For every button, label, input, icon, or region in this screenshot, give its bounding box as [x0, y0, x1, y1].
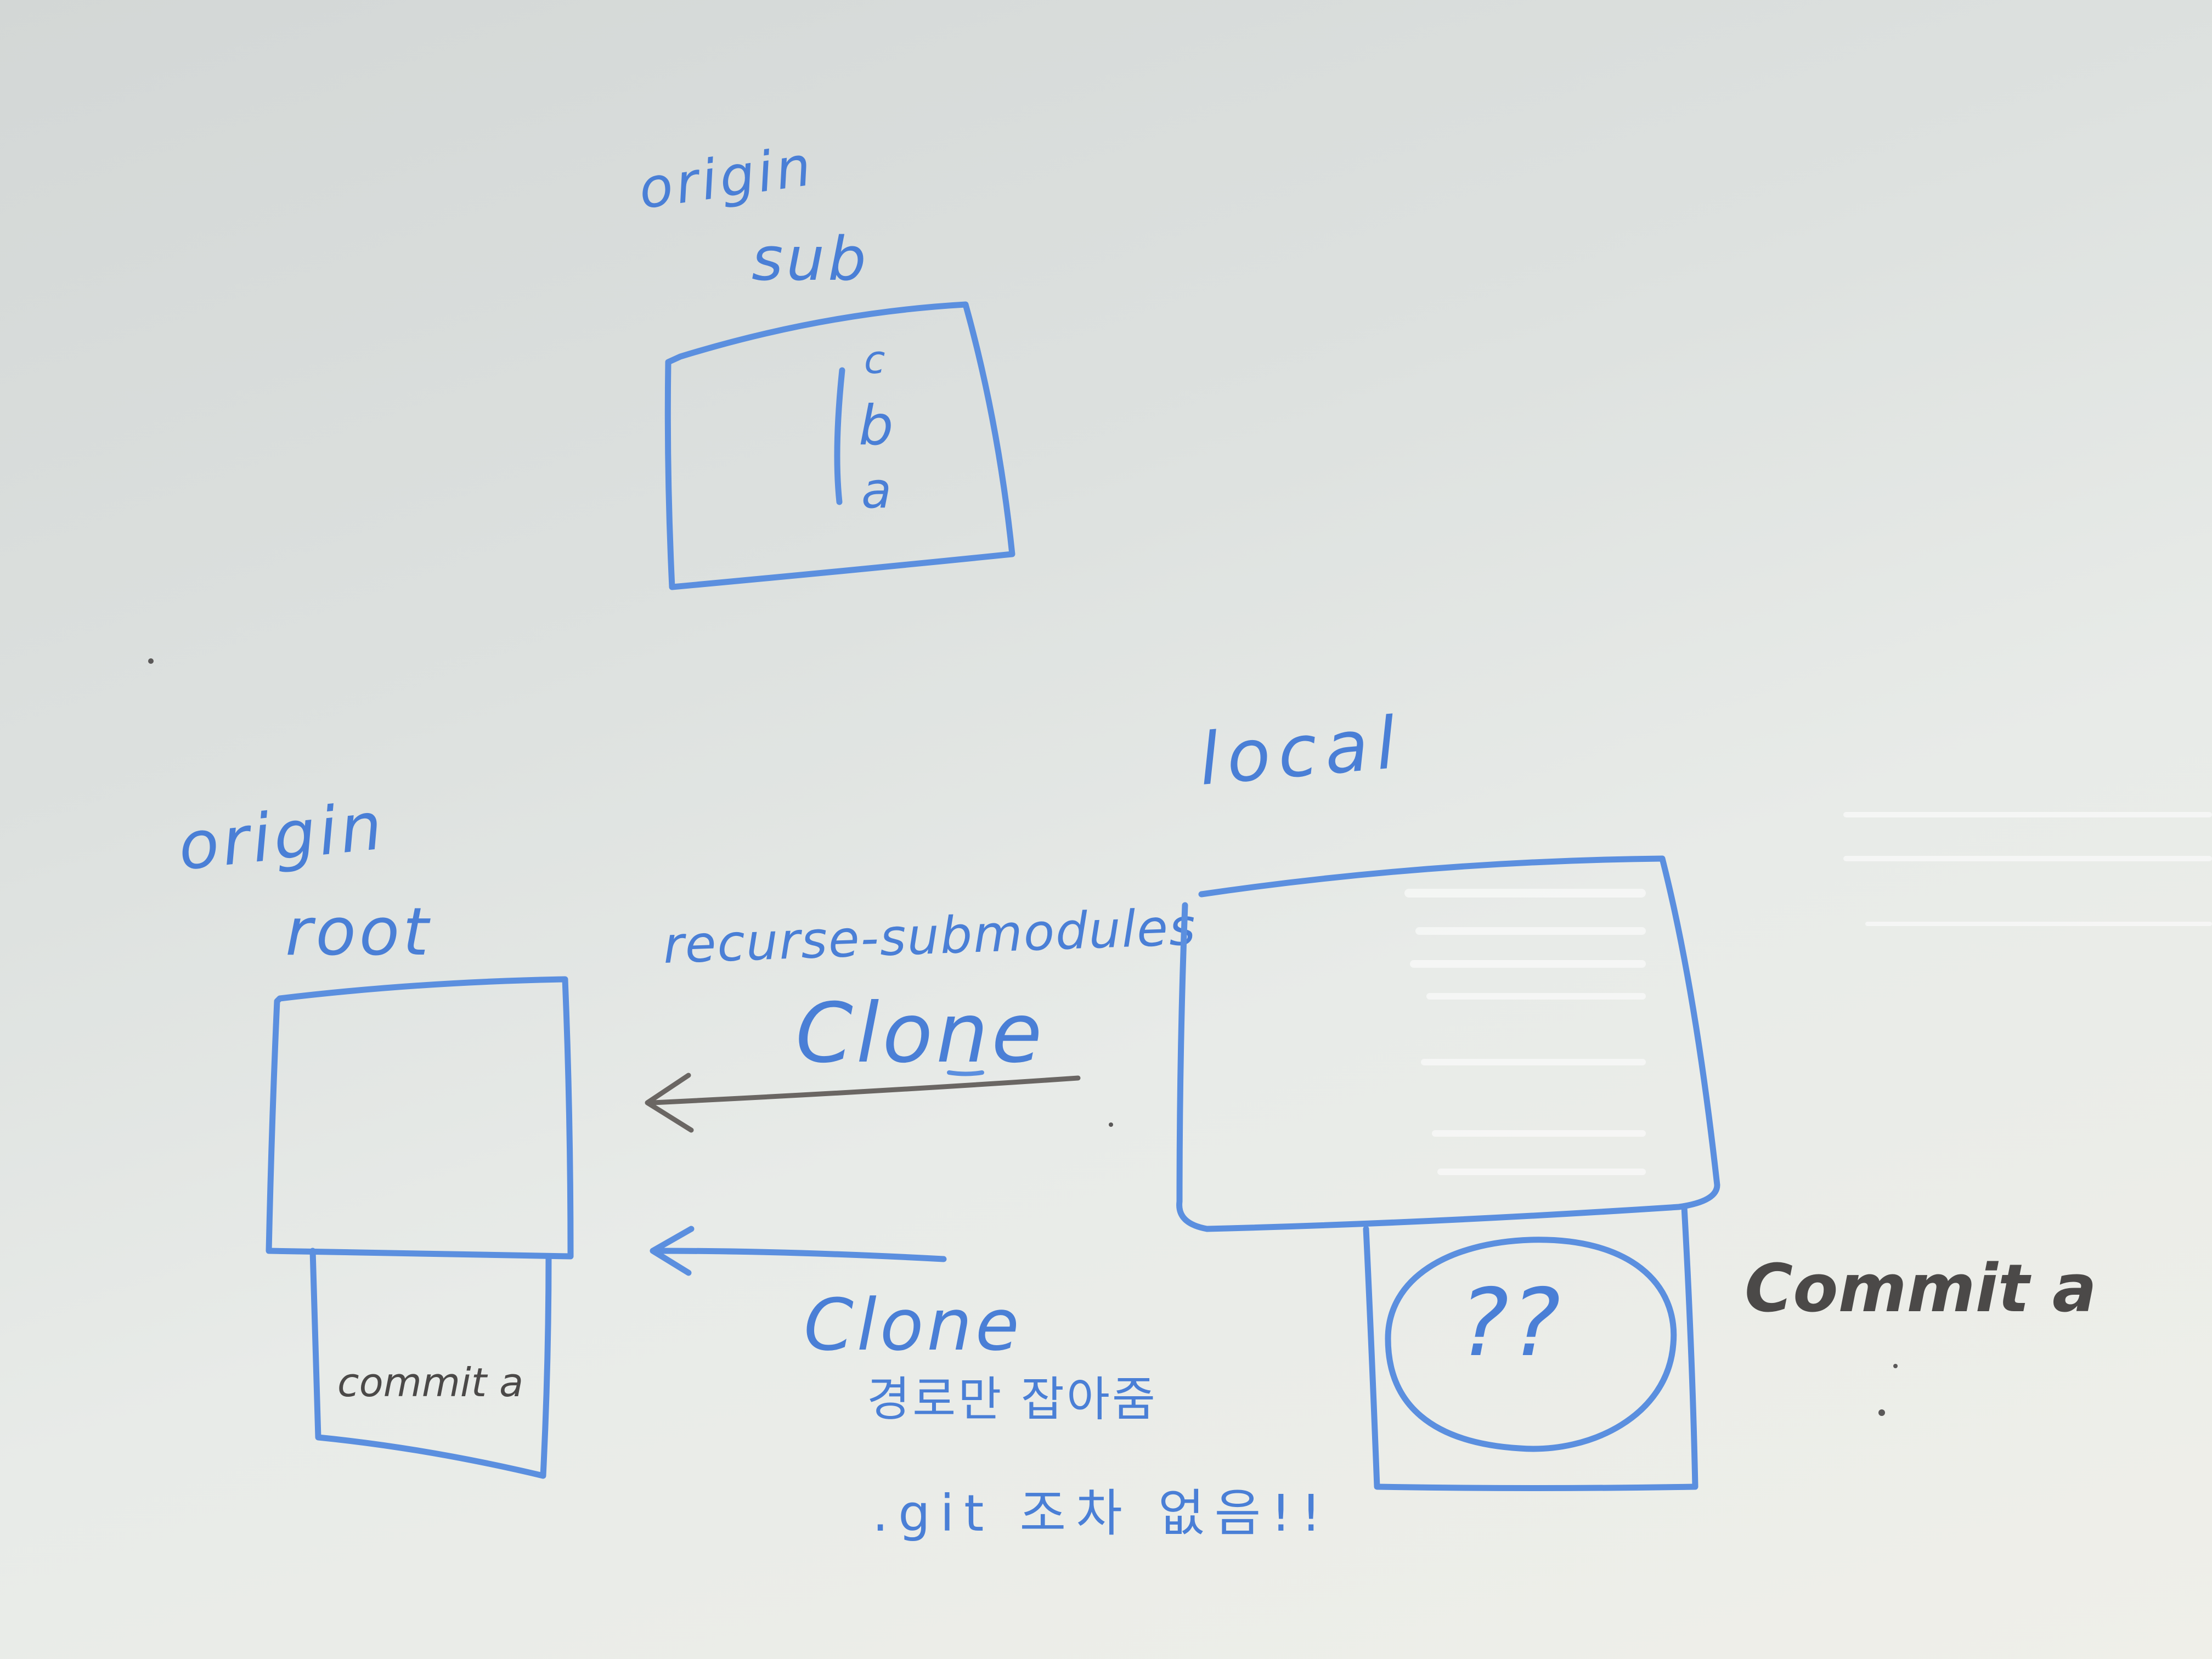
origin-sub-commit-b: b — [859, 393, 896, 458]
origin-sub-label-line1: origin — [635, 133, 818, 221]
origin-sub-group: origin sub c b a — [635, 133, 1015, 590]
note-line1: 경로만 잡아줌 — [867, 1372, 1158, 1427]
glare-reflections — [1404, 812, 2212, 1175]
clone-upper-arrow — [650, 1075, 1081, 1105]
clone-lower-arrow — [655, 1248, 947, 1262]
origin-root-submodule-box — [309, 1248, 552, 1479]
local-unknown-mark: ?? — [1459, 1269, 1562, 1378]
local-box — [1176, 855, 1720, 1232]
origin-sub-commit-c: c — [864, 337, 889, 382]
clone-upper-arrowhead — [645, 1073, 694, 1133]
origin-sub-commit-a: a — [861, 462, 895, 520]
origin-root-box — [266, 976, 574, 1260]
clone-upper-underline — [947, 1070, 984, 1076]
clone-lower-label: Clone — [804, 1283, 1023, 1367]
local-submodule-box — [1363, 1204, 1699, 1491]
local-commit-label: Commit a — [1745, 1251, 2097, 1327]
clone-upper-label: Clone — [795, 986, 1046, 1081]
recurse-submodules-label: recurse-submodules — [662, 898, 1197, 975]
note-line2: .git 조차 없음!! — [872, 1484, 1331, 1543]
arrows-group: recurse-submodules Clone Clone 경로만 잡아줌 .… — [645, 898, 1331, 1543]
local-label: local — [1195, 701, 1407, 802]
origin-root-group: origin root commit a — [175, 788, 574, 1479]
origin-sub-commit-bracket — [834, 367, 845, 505]
clone-lower-arrowhead — [650, 1226, 695, 1276]
origin-root-label-line2: root — [285, 894, 432, 970]
local-group: local ?? Commit a — [1176, 701, 2097, 1491]
origin-sub-box — [664, 301, 1015, 590]
marker-specks — [148, 658, 1898, 1416]
origin-root-label-line1: origin — [175, 788, 389, 885]
origin-root-commit-label: commit a — [337, 1359, 523, 1406]
local-unknown-circle — [1385, 1237, 1677, 1452]
origin-sub-label-line2: sub — [752, 224, 870, 294]
